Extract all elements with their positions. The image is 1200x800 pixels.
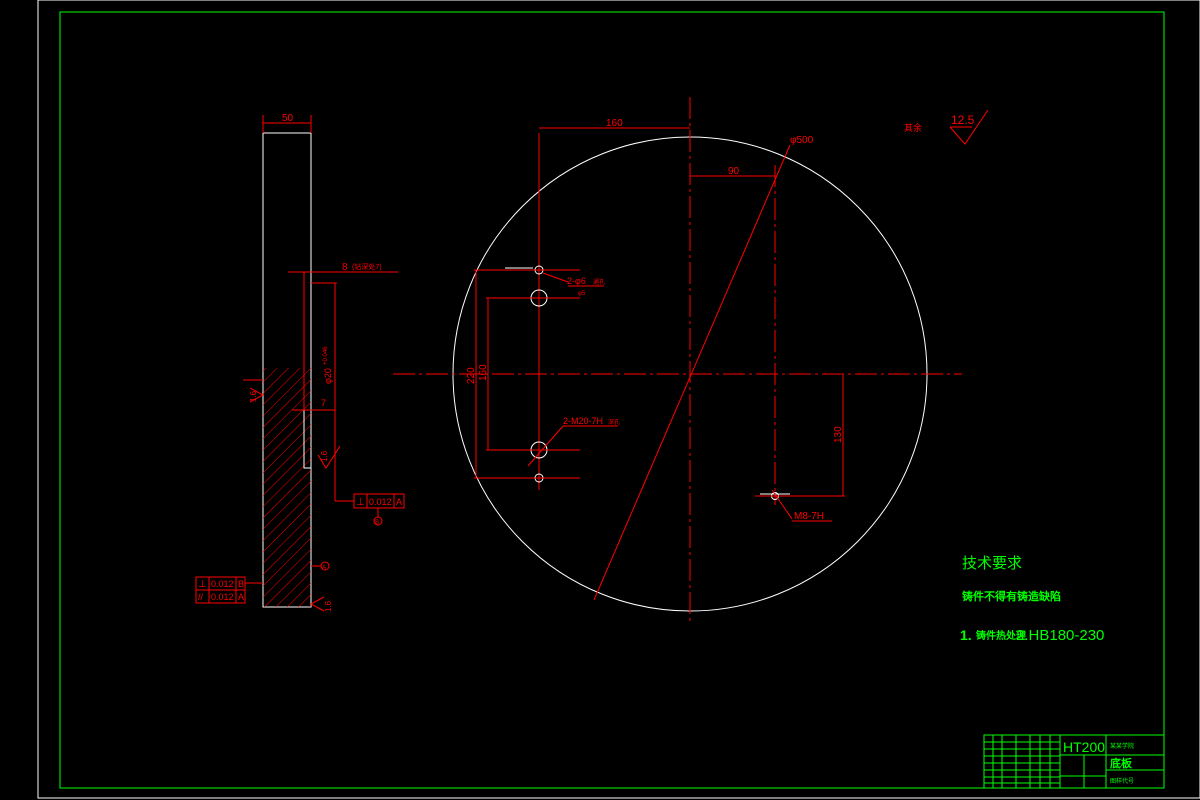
svg-text:160: 160 [478,364,489,381]
dim-width: 50 [262,113,312,133]
title-block [983,734,1165,789]
svg-text:1.6: 1.6 [324,600,333,612]
svg-text:M8-7H: M8-7H [794,511,824,522]
svg-text:2-M20-7H: 2-M20-7H [563,416,603,426]
svg-text:0.012: 0.012 [369,497,392,507]
dim-160-vertical: 160 [478,298,489,450]
dim-bore-tol: +0.046 [323,346,329,365]
dim-90: 90 [690,166,775,177]
title-material: HT200 [1063,739,1105,755]
front-view: 160 φ500 90 220 160 [393,97,962,622]
svg-text:通孔: 通孔 [593,278,605,286]
tech-req-line1: 铸件不得有铸造缺陷 [962,589,1061,603]
note-small-holes: 2-φ6 通孔 φ5 [542,272,605,297]
svg-text:其余: 其余 [904,122,922,133]
svg-text:A: A [396,497,402,507]
dim-step-text: 7 [321,398,326,408]
dim-dia-500: φ500 [790,135,814,146]
svg-text:A: A [322,565,326,571]
svg-text:0.012: 0.012 [211,592,234,602]
svg-text:130: 130 [833,426,844,443]
title-drawing-no: 图样代号 [1110,777,1134,785]
svg-text:2-φ6: 2-φ6 [567,276,586,286]
svg-text:⊥: ⊥ [356,497,365,508]
svg-text:12.5: 12.5 [951,113,975,127]
svg-text:⊥: ⊥ [198,579,207,590]
side-view: 50 8 (钻深处7) φ20 +0.046 7 1.6 [195,113,405,612]
dim-depth-note: (钻深处7) [352,262,382,271]
dim-bore-text: φ20 [323,368,333,384]
svg-text:A: A [238,592,244,602]
tol-frame-lower: ⊥ 0.012 B // 0.012 A [195,576,263,604]
tech-req-num: 1. [960,627,972,643]
svg-text:90: 90 [728,166,740,177]
roughness-left: 1.6 [243,379,265,403]
datum-a: A [311,561,330,571]
section-hatch [263,368,311,607]
svg-text:220: 220 [466,367,477,384]
diameter-line [593,144,791,601]
tech-req-title: 技术要求 [962,555,1022,572]
svg-text:0.012: 0.012 [211,579,234,589]
svg-text:B: B [375,520,379,526]
drawing-frame [59,11,1165,789]
svg-text:φ5: φ5 [578,291,586,297]
tech-req-line2-cn: 铸件热处理 [976,629,1026,642]
dim-130: 130 [833,374,844,496]
roughness-general: 其余 12.5 [904,109,989,145]
svg-text:1.6: 1.6 [320,450,329,462]
roughness-inner: 1.6 [317,445,341,469]
roughness-bottom: 1.6 [309,596,333,612]
technical-requirements: 技术要求 铸件不得有铸造缺陷 1. 铸件热处理 2.HB180-230 [960,555,1104,644]
svg-text:1.6: 1.6 [249,390,258,402]
sheet-border [37,0,1200,799]
note-m8-hole: M8-7H [771,489,832,522]
dim-depth: 8 (钻深处7) [288,262,398,410]
dim-depth-text: 8 [342,262,348,273]
tol-frame-upper: ⊥ 0.012 A B [334,468,405,526]
note-m20-holes: 2-M20-7H 深孔 [527,416,620,467]
title-part-name: 底板 [1110,756,1133,770]
tech-req-line2-spec: 2.HB180-230 [1016,627,1104,644]
dim-160-top: 160 [539,118,690,129]
dim-220: 220 [466,270,477,478]
dim-width-text: 50 [282,113,294,124]
dim-step: 7 [292,398,335,411]
svg-text://: // [198,592,204,602]
title-company: 某某学院 [1110,742,1134,750]
svg-text:深孔: 深孔 [608,418,620,426]
dim-bore: φ20 +0.046 [311,282,337,468]
svg-text:B: B [238,579,244,589]
svg-text:160: 160 [606,118,623,129]
